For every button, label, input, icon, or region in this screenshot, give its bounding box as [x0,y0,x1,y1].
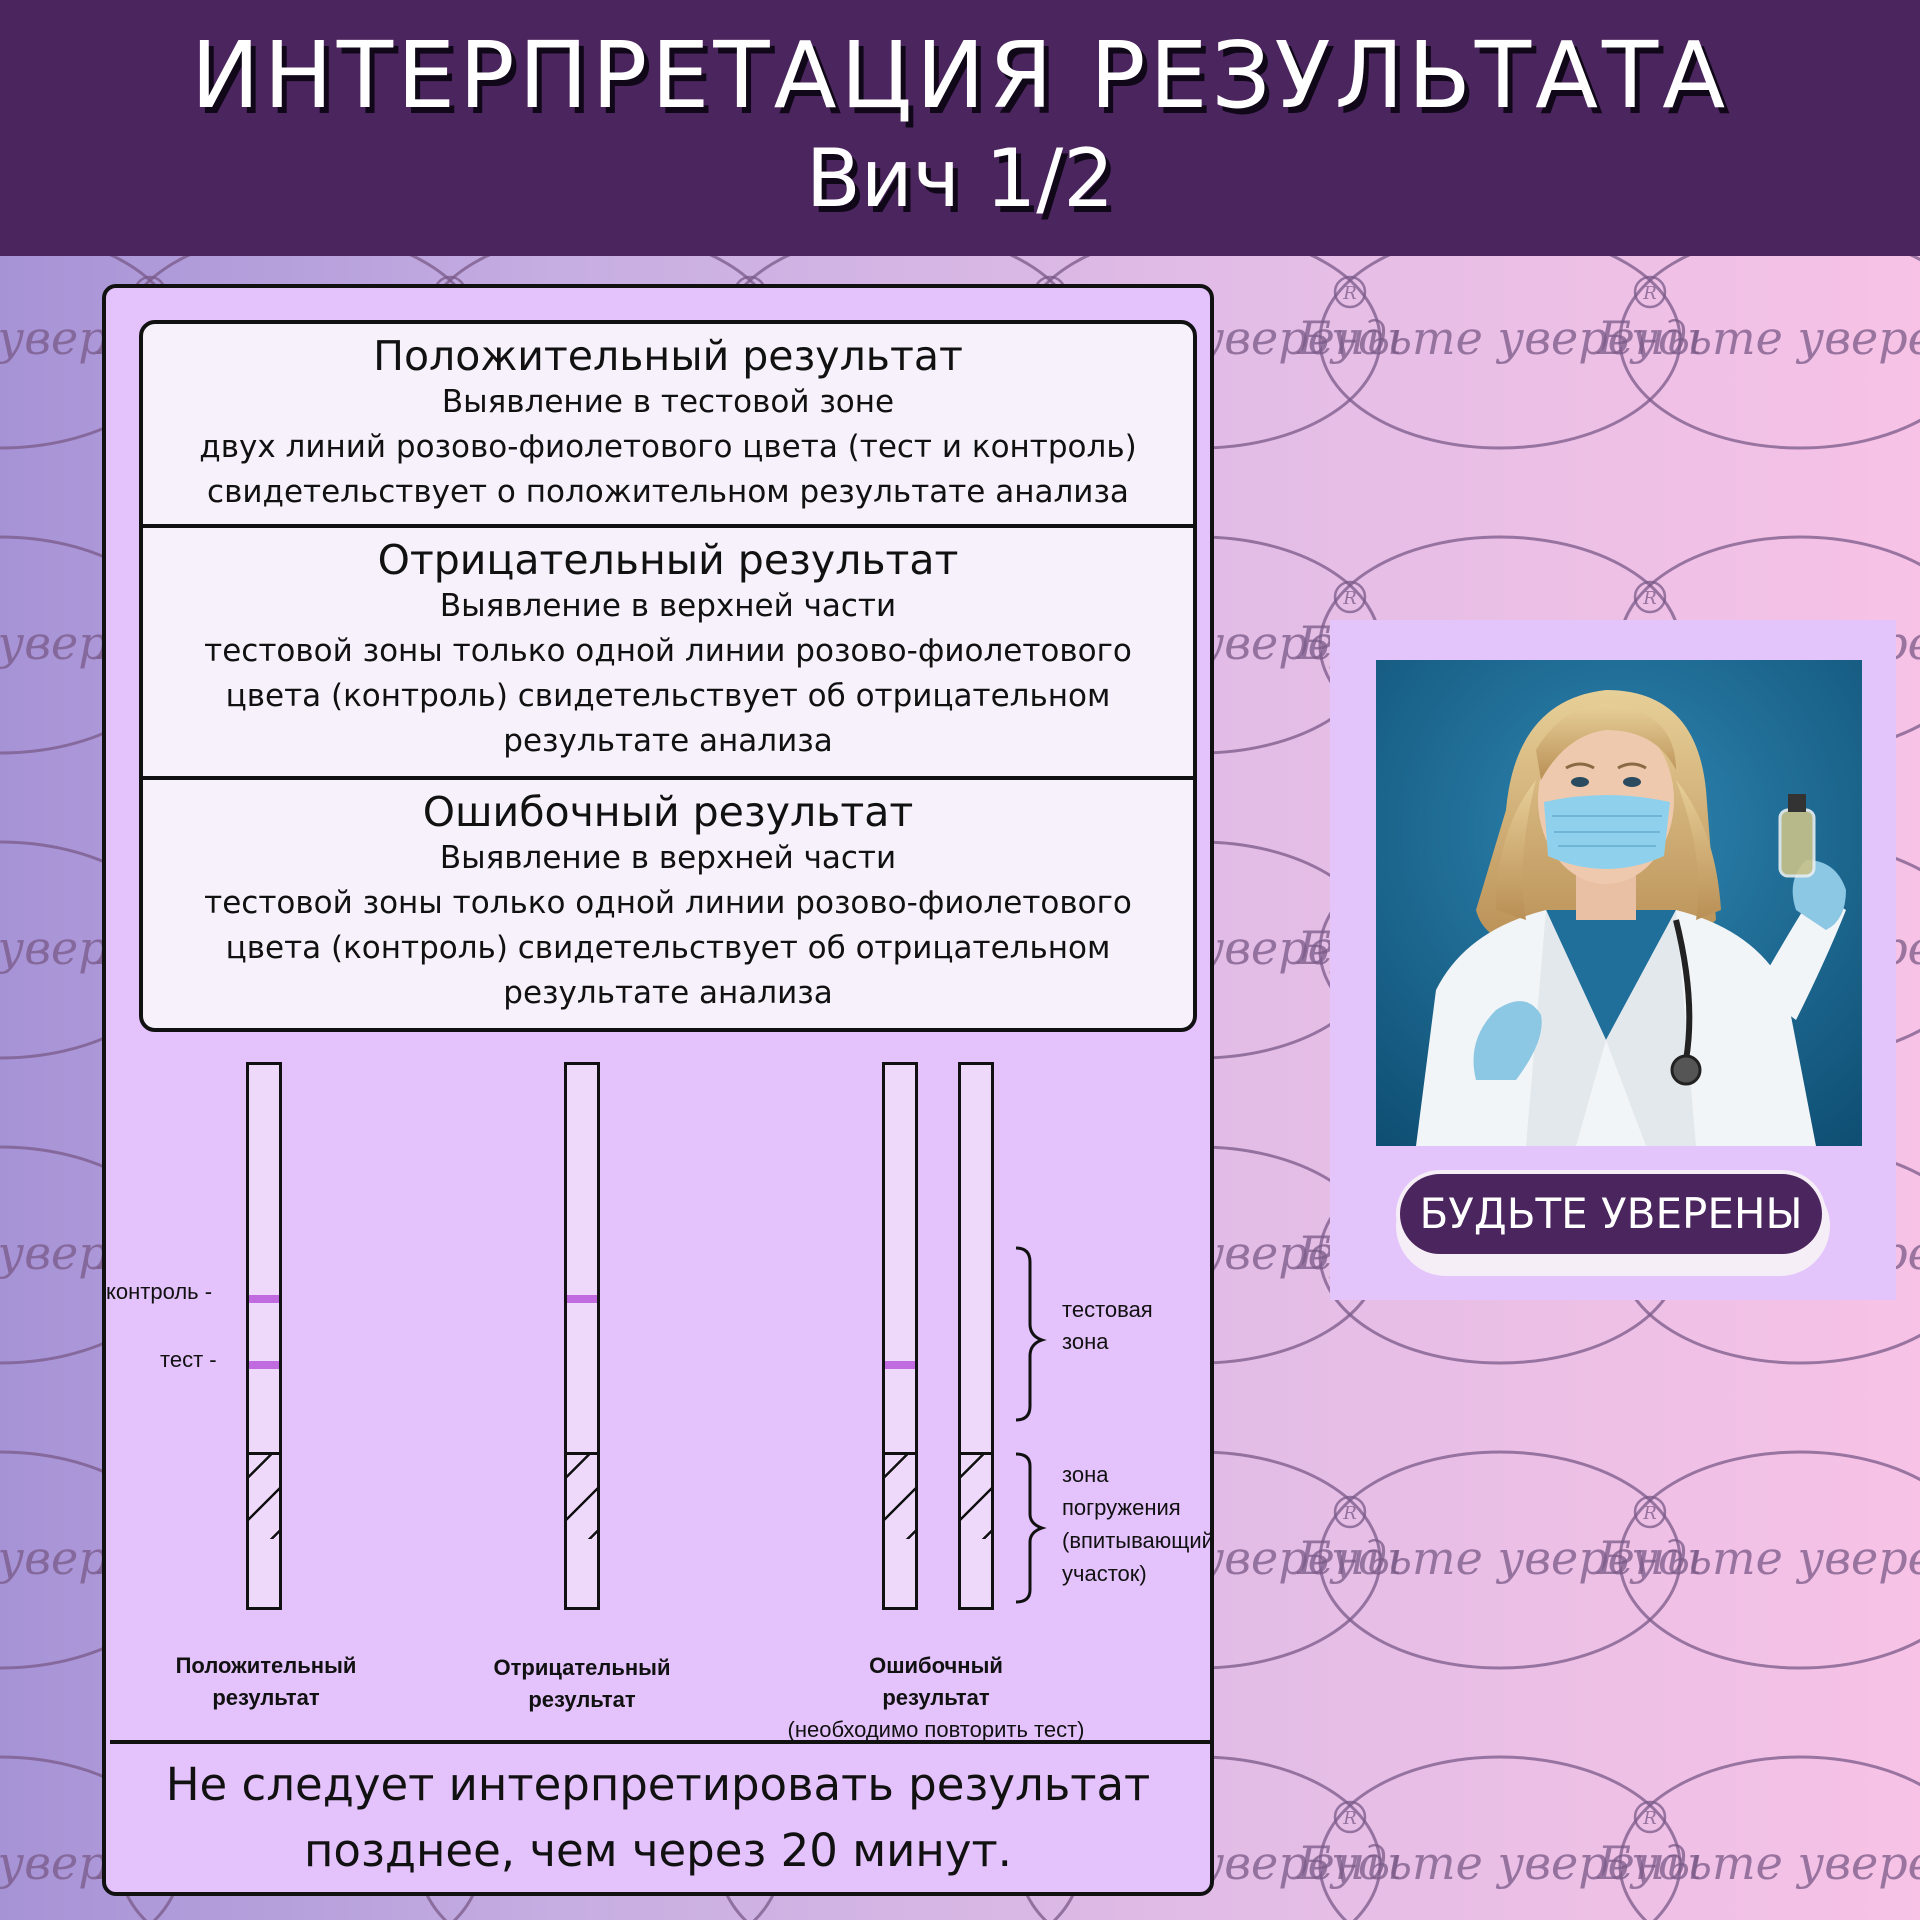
watermark-tile: Будьте уверены [1596,1450,1920,1670]
label-test-zone: тестовая зона [1062,1297,1153,1354]
strip-invalid-1 [882,1062,918,1610]
header: ИНТЕРПРЕТАЦИЯ РЕЗУЛЬТАТА Вич 1/2 [0,0,1920,256]
immersion-zone [961,1452,991,1607]
control-line [249,1295,279,1303]
photo-card: БУДЬТЕ УВЕРЕНЫ [1330,620,1896,1300]
test-line [885,1361,915,1369]
test-strip-diagram: контроль - тест - тестовая зона зона пог… [106,1058,1214,1758]
section-positive: Положительный результат Выявление в тест… [143,324,1193,524]
control-line [567,1295,597,1303]
result-descriptions: Положительный результат Выявление в тест… [139,320,1197,1032]
caption-invalid-note: (необходимо повторить тест) [787,1717,1085,1742]
interpretation-panel: Положительный результат Выявление в тест… [102,284,1214,1896]
watermark-tile: Будьте уверены [1296,1755,1703,1920]
section-invalid: Ошибочный результат Выявление в верхней … [143,776,1193,1028]
watermark-tile: Будьте уверены [1296,1450,1703,1670]
label-test: тест - [160,1347,217,1372]
page-subtitle: Вич 1/2 [805,132,1115,225]
be-sure-button[interactable]: БУДЬТЕ УВЕРЕНЫ [1396,1170,1826,1258]
label-immersion-zone: зона погружения (впитывающий участок) [1062,1462,1214,1586]
caption-negative: Отрицательный результат [493,1655,671,1712]
section-positive-text: Выявление в тестовой зоне двух линий роз… [199,384,1137,510]
test-line [249,1361,279,1369]
section-negative: Отрицательный результат Выявление в верх… [143,524,1193,780]
watermark-text: Будьте уверены [1296,311,1702,365]
section-invalid-text: Выявление в верхней части тестовой зоны … [204,840,1132,1011]
watermark-tile: Будьте уверены [1596,230,1920,450]
caption-invalid-title: Ошибочный результат [869,1653,1003,1710]
watermark-text: Будьте уверены [1296,1836,1702,1890]
watermark-text: Будьте уверены [1596,1531,1920,1585]
footer-warning: Не следует интерпретировать результат по… [165,1758,1151,1877]
strip-negative [564,1062,600,1610]
watermark-text: Будьте уверены [1596,1836,1920,1890]
strip-positive [246,1062,282,1610]
watermark-text: Будьте уверены [1596,311,1920,365]
section-negative-text: Выявление в верхней части тестовой зоны … [204,588,1132,759]
section-negative-title: Отрицательный результат [377,536,959,584]
immersion-zone [567,1452,597,1607]
strip-invalid-2 [958,1062,994,1610]
section-invalid-title: Ошибочный результат [422,788,914,836]
immersion-zone [249,1452,279,1607]
caption-positive: Положительный результат [175,1653,357,1710]
watermark-tile: Будьте уверены [1596,1755,1920,1920]
section-positive-title: Положительный результат [373,332,963,380]
watermark-tile: Будьте уверены [1296,230,1703,450]
label-control: контроль - [106,1279,213,1304]
doctor-photo [1376,660,1862,1146]
zone-brackets [1015,1246,1047,1604]
footer-divider [110,1740,1210,1744]
page-title: ИНТЕРПРЕТАЦИЯ РЕЗУЛЬТАТА [190,22,1730,129]
watermark-text: Будьте уверены [1296,1531,1702,1585]
immersion-zone [885,1452,915,1607]
caption-invalid: Ошибочный результат (необходимо повторит… [766,1650,1106,1746]
